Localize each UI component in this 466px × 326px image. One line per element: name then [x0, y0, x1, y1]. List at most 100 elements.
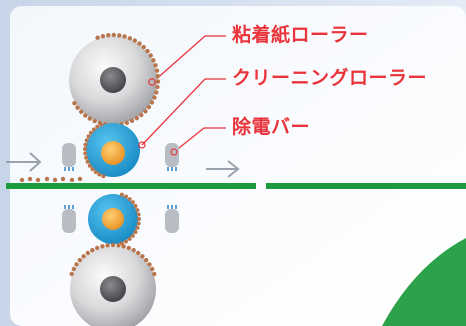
particle-dot	[127, 236, 132, 241]
particle-dot	[153, 63, 158, 68]
particle-dot	[93, 170, 98, 175]
particle-dot	[121, 244, 126, 249]
particle-dot	[99, 122, 104, 127]
particle-dot	[19, 177, 25, 183]
particle-dot	[100, 244, 105, 249]
flow-arrow-icon	[206, 160, 240, 178]
particle-dot	[92, 118, 97, 124]
particle-dot	[130, 233, 135, 238]
particle-dot	[155, 79, 161, 84]
particle-dot	[155, 73, 160, 79]
particle-dot	[69, 271, 74, 277]
particle-dot	[27, 176, 33, 182]
particle-dot	[139, 112, 144, 118]
particle-dot	[133, 230, 138, 234]
conveyor-line-left	[6, 183, 256, 189]
particle-dot	[144, 257, 149, 263]
particle-dot	[60, 176, 66, 182]
particle-dot	[133, 204, 138, 208]
particle-dot	[148, 53, 153, 58]
particle-dot	[146, 104, 152, 110]
conveyor-particles	[19, 176, 83, 183]
particle-dot	[130, 200, 135, 205]
particle-dot	[88, 130, 93, 135]
particle-dot	[141, 44, 146, 50]
particle-dot	[83, 151, 88, 156]
particle-dot	[83, 147, 87, 151]
particle-dot	[116, 243, 121, 248]
particle-dot	[95, 245, 100, 251]
particle-dot	[131, 248, 136, 253]
particle-dot	[77, 176, 83, 182]
particle-dot	[155, 84, 160, 90]
particle-dot	[52, 177, 58, 183]
particle-dot	[150, 266, 155, 272]
particle-dot	[152, 95, 157, 100]
particle-dot	[135, 225, 140, 230]
particle-dot	[87, 163, 92, 168]
static-bar-icon	[165, 205, 179, 233]
particle-dot	[91, 127, 96, 132]
particle-dot	[151, 58, 156, 63]
flow-arrow-icon	[6, 152, 42, 172]
particle-dot	[132, 38, 137, 43]
particle-dot	[95, 124, 100, 129]
particle-dot	[136, 221, 141, 226]
label-static-eliminator-bar: 除電バー	[232, 116, 311, 138]
particle-dot	[147, 262, 152, 267]
particle-dot	[119, 192, 124, 197]
particle-dot	[145, 48, 150, 54]
particle-dot	[85, 159, 90, 164]
particle-dot	[72, 101, 77, 106]
particle-dot	[154, 90, 159, 95]
particle-dot	[117, 33, 122, 38]
particle-dot	[136, 250, 141, 256]
particle-dot	[106, 33, 111, 38]
static-bar-icon	[62, 205, 76, 233]
particle-dot	[122, 34, 127, 39]
leader-line-cleaning	[141, 78, 226, 146]
particle-dot	[154, 68, 160, 73]
particle-dot	[124, 120, 130, 126]
particle-dot	[149, 100, 155, 105]
cleaning-roller-top	[83, 122, 146, 179]
particle-dot	[127, 197, 132, 202]
particle-dot	[135, 208, 140, 213]
adhesive-paper-roller-bottom	[69, 242, 157, 326]
cleaning-roller-bottom	[88, 192, 141, 246]
particle-dot	[111, 32, 117, 38]
static-bar-icon	[165, 143, 179, 171]
particle-dot	[85, 250, 91, 256]
particle-dot	[84, 155, 89, 160]
particle-dot	[69, 177, 75, 183]
particle-dot	[110, 242, 116, 248]
particle-dot	[87, 116, 93, 121]
particle-dot	[77, 257, 83, 263]
leader-line-adhesive	[152, 35, 226, 83]
label-adhesive-paper-roller: 粘着紙ローラー	[232, 24, 369, 46]
particle-dot	[90, 248, 95, 253]
particle-dot	[124, 194, 128, 199]
particle-dot	[152, 271, 157, 277]
particle-dot	[35, 177, 41, 183]
particle-dot	[84, 138, 89, 143]
particle-dot	[137, 41, 142, 46]
particle-dot	[90, 167, 95, 172]
particle-dot	[127, 36, 133, 41]
particle-dot	[124, 239, 128, 244]
particle-dot	[137, 217, 141, 221]
particle-dot	[129, 118, 135, 124]
particle-dot	[101, 174, 106, 179]
particle-dot	[79, 109, 84, 115]
particle-dot	[74, 262, 79, 267]
particle-dot	[126, 245, 131, 251]
static-bar-icon	[62, 143, 76, 171]
particle-dot	[83, 113, 88, 118]
particle-dot	[140, 254, 145, 259]
particle-dot	[86, 134, 91, 139]
particle-dot	[100, 34, 106, 39]
particle-dot	[75, 105, 80, 110]
particle-dot	[83, 142, 88, 147]
leader-line-static	[173, 127, 226, 153]
